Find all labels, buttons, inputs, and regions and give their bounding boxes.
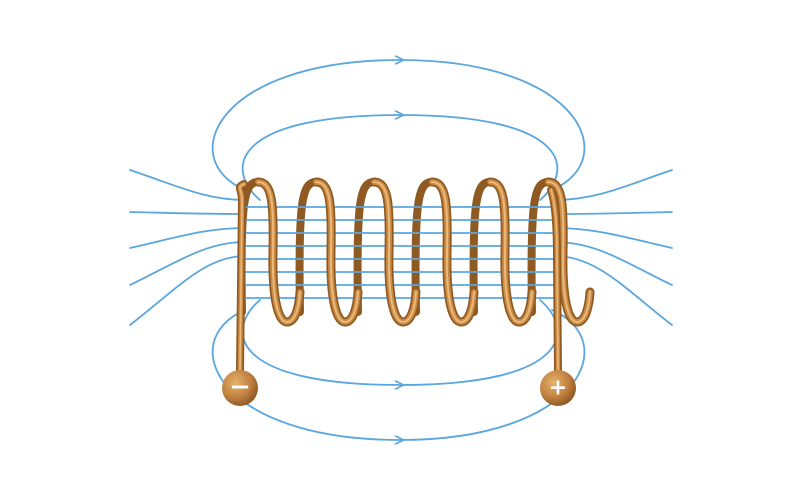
coil-turn-back-2 xyxy=(295,178,320,316)
coil-turn-front-outline-3 xyxy=(369,177,421,327)
coil-turn-back-6 xyxy=(527,178,552,316)
outer-loop-top-1 xyxy=(211,60,586,191)
flare-line-right-3 xyxy=(554,227,673,249)
coil-turn-back-5 xyxy=(469,178,494,316)
coil-turn-front-outline-2 xyxy=(311,177,363,327)
coil-turn-front-highlight-2 xyxy=(315,181,359,324)
flare-line-right-2 xyxy=(554,211,673,215)
coil-turn-back-4 xyxy=(411,178,436,316)
negative-terminal: − xyxy=(222,370,258,406)
coil-turn-front-highlight-4 xyxy=(431,181,475,324)
coil-turn-front-highlight-1 xyxy=(257,181,301,324)
plus-icon: + xyxy=(549,376,567,401)
flare-line-left-1 xyxy=(129,169,246,201)
coil-leads xyxy=(235,180,562,374)
coil-front-segments xyxy=(253,177,595,327)
coil-turn-front-outline-1 xyxy=(253,177,305,327)
coil-turn-front-outline-5 xyxy=(485,177,537,327)
outer-loop-bottom-1 xyxy=(211,309,586,440)
flare-line-right-1 xyxy=(554,169,673,201)
flare-line-left-4 xyxy=(129,241,246,286)
coil-turn-front-highlight-3 xyxy=(373,181,417,324)
flare-line-left-5 xyxy=(129,255,246,326)
flare-field-lines xyxy=(129,169,673,326)
outer-loop-top-2 xyxy=(241,115,559,201)
coil-turn-back-3 xyxy=(353,178,378,316)
coil-turn-front-outline-4 xyxy=(427,177,479,327)
flare-line-right-4 xyxy=(554,241,673,286)
minus-icon: − xyxy=(229,372,251,402)
flare-line-left-3 xyxy=(129,227,246,249)
lead-positive-highlight xyxy=(550,189,559,371)
positive-terminal: + xyxy=(540,370,576,406)
negative-terminal-disc xyxy=(222,370,258,406)
flare-line-left-2 xyxy=(129,211,246,215)
positive-terminal-disc xyxy=(540,370,576,406)
coil-turn-front-highlight-5 xyxy=(489,181,533,324)
coil-turn-front-highlight-6 xyxy=(547,181,591,324)
lead-negative-highlight xyxy=(239,183,245,371)
flare-line-right-5 xyxy=(554,255,673,326)
